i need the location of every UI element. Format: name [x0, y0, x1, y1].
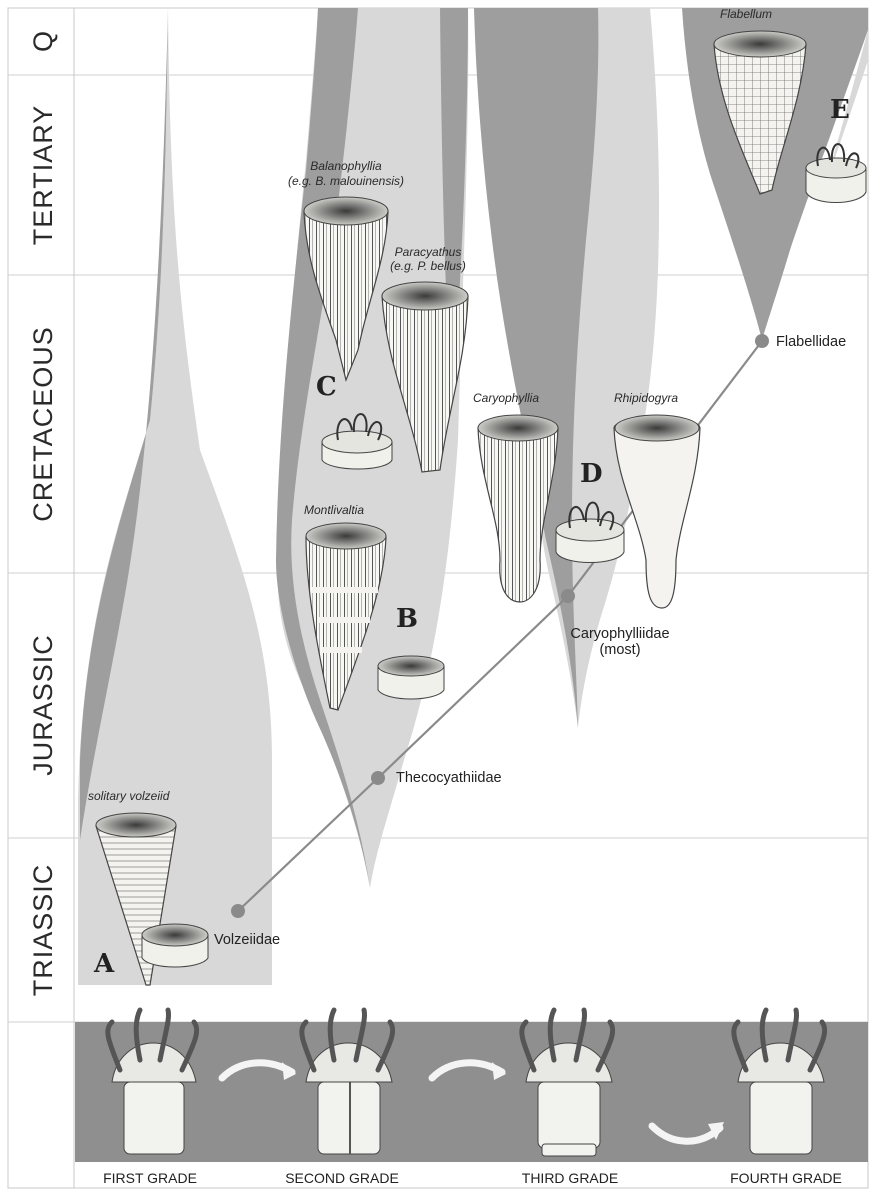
family-volzeiidae: Volzeiidae	[214, 932, 280, 948]
period-cretaceous: CRETACEOUS	[28, 326, 58, 522]
period-triassic: TRIASSIC	[28, 864, 58, 997]
label-flabellum: Flabellum	[720, 7, 772, 21]
node-volzeiidae	[231, 904, 245, 918]
label-balanophyllia: Balanophyllia	[310, 159, 382, 173]
grade-labels: FIRST GRADE SECOND GRADE THIRD GRADE FOU…	[103, 1170, 842, 1186]
node-flabellidae	[755, 334, 769, 348]
period-jurassic: JURASSIC	[28, 634, 58, 776]
grade-label-second: SECOND GRADE	[285, 1170, 399, 1186]
node-caryophylliidae	[561, 589, 575, 603]
label-paracyathus: Paracyathus	[395, 245, 462, 259]
family-caryophylliidae: Caryophylliidae	[570, 626, 669, 642]
polyp-b	[378, 656, 444, 699]
letter-c: C	[316, 372, 337, 402]
period-tertiary: TERTIARY	[28, 105, 58, 246]
node-thecocyathiidae	[371, 771, 385, 785]
grade-label-first: FIRST GRADE	[103, 1170, 197, 1186]
letter-b: B	[396, 604, 418, 634]
coral-caryophyllia	[478, 415, 558, 602]
label-rhipidogyra: Rhipidogyra	[614, 391, 678, 405]
label-paracyathus-example: (e.g. P. bellus)	[390, 259, 466, 273]
letter-a: A	[93, 949, 115, 979]
label-caryophyllia: Caryophyllia	[473, 391, 539, 405]
family-flabellidae: Flabellidae	[776, 334, 846, 350]
family-caryophylliidae-sub: (most)	[599, 642, 640, 658]
grade-band	[75, 1010, 868, 1162]
grade-label-fourth: FOURTH GRADE	[730, 1170, 842, 1186]
letter-e: E	[830, 95, 850, 125]
label-balanophyllia-example: (e.g. B. malouinensis)	[288, 174, 404, 188]
period-labels: Q TERTIARY CRETACEOUS JURASSIC TRIASSIC	[28, 30, 58, 996]
polyp-a	[142, 924, 208, 967]
label-solitary-volzeiid: solitary volzeiid	[88, 789, 170, 803]
family-thecocyathiidae: Thecocyathiidae	[396, 770, 502, 786]
period-q: Q	[28, 30, 58, 52]
grade-label-third: THIRD GRADE	[522, 1170, 618, 1186]
label-montlivaltia: Montlivaltia	[304, 503, 364, 517]
letter-d: D	[580, 459, 603, 489]
